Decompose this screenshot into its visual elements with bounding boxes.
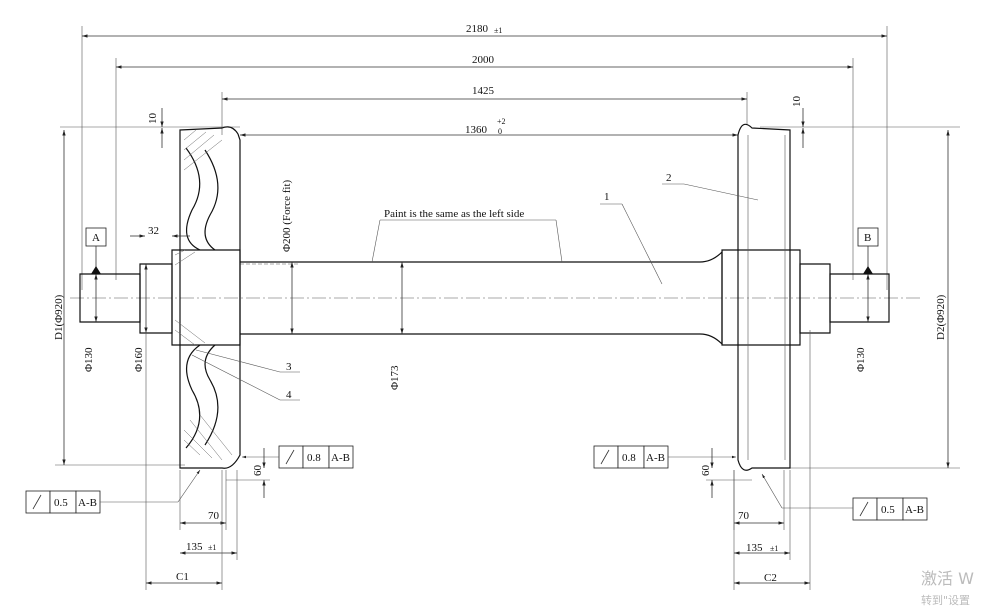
overall-length-dimension: 2180 ±1 bbox=[81, 23, 888, 290]
wheel-diameter-right-value: D2(Φ920) bbox=[935, 294, 947, 340]
left-wheel bbox=[174, 126, 241, 469]
journal-length: 32 bbox=[130, 225, 190, 238]
tolerance-frame-left-inner: 0.8 A-B bbox=[242, 445, 354, 469]
paint-note: Paint is the same as the left side bbox=[371, 208, 563, 263]
rim-width-right-value: 135 bbox=[746, 542, 763, 554]
datum-a-label: A bbox=[92, 232, 100, 244]
svg-text:A-B: A-B bbox=[905, 504, 924, 516]
rim-width-left: 135 ±1 bbox=[180, 470, 238, 560]
c1-label: C1 bbox=[176, 571, 189, 583]
datum-b: B bbox=[857, 227, 879, 274]
seat-diameter: Φ200 (Force fit) bbox=[281, 179, 294, 334]
flange-height-right: 10 bbox=[760, 96, 960, 148]
tolerance-frame-left-outer: 0.5 A-B bbox=[25, 469, 201, 514]
seat-diameter-value: Φ200 (Force fit) bbox=[281, 179, 293, 252]
journal-diameter-left: Φ130 bbox=[83, 274, 98, 372]
overall-length-tolerance: ±1 bbox=[494, 26, 502, 35]
collar-diameter: Φ160 bbox=[133, 264, 148, 372]
svg-text:0.8: 0.8 bbox=[307, 452, 321, 464]
runout-arrow-icon bbox=[285, 449, 295, 465]
tolerance-frame-right-outer: 0.5 A-B bbox=[761, 473, 928, 521]
axle-diameter-value: Φ173 bbox=[389, 365, 401, 390]
hub-offset-left-value: 60 bbox=[252, 465, 264, 477]
rim-width-right: 135 ±1 bbox=[734, 470, 791, 560]
datum-a: A bbox=[85, 227, 107, 274]
part-callout-1: 1 bbox=[600, 191, 663, 285]
paint-note-text: Paint is the same as the left side bbox=[384, 208, 524, 220]
part-number-4: 4 bbox=[286, 389, 292, 401]
svg-text:0.5: 0.5 bbox=[54, 497, 68, 509]
journal-diameter-right: Φ130 bbox=[855, 274, 870, 372]
hub-length-right: 70 bbox=[733, 470, 785, 530]
flange-height-right-value: 10 bbox=[791, 96, 803, 108]
svg-text:A-B: A-B bbox=[331, 452, 350, 464]
back-to-back-value: 1360 bbox=[465, 124, 488, 136]
hub-offset-right-value: 60 bbox=[700, 465, 712, 477]
back-to-back-dimension: 1360 +2 0 bbox=[240, 117, 738, 137]
wheel-diameter-left-value: D1(Φ920) bbox=[53, 294, 65, 340]
rim-width-left-value: 135 bbox=[186, 541, 203, 553]
tread-span-dimension: 1425 bbox=[221, 85, 748, 135]
back-to-back-lower-tolerance: 0 bbox=[498, 127, 502, 136]
hub-offset-left: 60 bbox=[226, 448, 270, 498]
svg-text:0.8: 0.8 bbox=[622, 452, 636, 464]
part-number-2: 2 bbox=[666, 172, 672, 184]
rim-width-right-tolerance: ±1 bbox=[770, 544, 778, 553]
runout-arrow-icon bbox=[600, 449, 610, 465]
c1-dimension: C1 bbox=[145, 330, 223, 590]
rim-width-left-tolerance: ±1 bbox=[208, 543, 216, 552]
part-callout-3: 3 bbox=[195, 349, 300, 373]
flange-height-left: 10 bbox=[60, 108, 240, 148]
wheel-diameter-left: D1(Φ920) bbox=[53, 130, 185, 466]
journal-span-value: 2000 bbox=[472, 54, 495, 66]
tread-span-value: 1425 bbox=[472, 85, 495, 97]
collar-diameter-value: Φ160 bbox=[133, 347, 145, 372]
journal-diameter-left-value: Φ130 bbox=[83, 347, 95, 372]
datum-b-label: B bbox=[864, 232, 871, 244]
back-to-back-upper-tolerance: +2 bbox=[497, 117, 506, 126]
runout-arrow-icon bbox=[32, 494, 42, 510]
tolerance-frame-right-inner: 0.8 A-B bbox=[593, 445, 736, 469]
svg-text:A-B: A-B bbox=[78, 497, 97, 509]
wheel-diameter-right: D2(Φ920) bbox=[760, 130, 960, 469]
c2-label: C2 bbox=[764, 572, 777, 584]
svg-text:0.5: 0.5 bbox=[881, 504, 895, 516]
journal-diameter-right-value: Φ130 bbox=[855, 347, 867, 372]
part-number-1: 1 bbox=[604, 191, 610, 203]
flange-height-left-value: 10 bbox=[147, 113, 159, 125]
journal-span-dimension: 2000 bbox=[115, 54, 854, 280]
hub-length-left-value: 70 bbox=[208, 510, 220, 522]
runout-arrow-icon bbox=[859, 501, 869, 517]
right-wheel bbox=[737, 123, 791, 471]
part-callout-4: 4 bbox=[191, 354, 300, 401]
axle-diameter: Φ173 bbox=[389, 262, 404, 390]
part-callout-2: 2 bbox=[662, 172, 759, 201]
svg-text:A-B: A-B bbox=[646, 452, 665, 464]
hub-length-left: 70 bbox=[179, 470, 227, 530]
hub-offset-right: 60 bbox=[700, 448, 752, 498]
overall-length-value: 2180 bbox=[466, 23, 489, 35]
hub-length-right-value: 70 bbox=[738, 510, 750, 522]
axle-body bbox=[79, 249, 890, 346]
activation-watermark-line2: 转到"设置 bbox=[921, 593, 970, 607]
activation-watermark-line1: 激活 W bbox=[921, 569, 974, 588]
journal-length-value: 32 bbox=[148, 225, 159, 237]
part-number-3: 3 bbox=[286, 361, 292, 373]
c2-dimension: C2 bbox=[733, 330, 811, 590]
